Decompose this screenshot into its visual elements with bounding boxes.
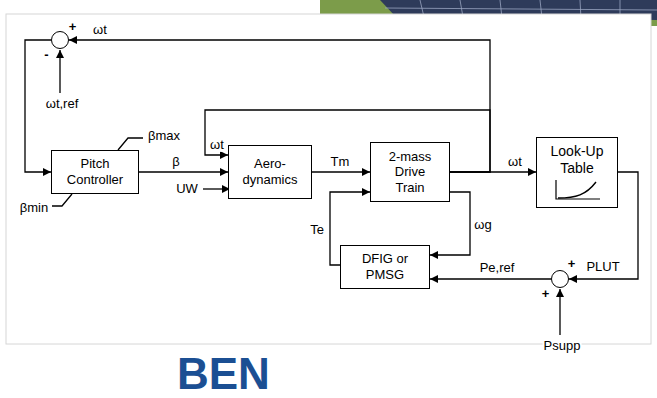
signal-label: ωt (92, 23, 108, 37)
limit-label: βmax (147, 129, 181, 143)
limit-line (118, 138, 143, 150)
lookup-curve (552, 179, 602, 201)
input-signal: Psupp (543, 339, 582, 353)
limit-label: βmin (19, 201, 49, 215)
signal-label: Tm (330, 155, 351, 169)
signal-lines (52, 50, 560, 335)
limit-line (52, 194, 72, 206)
pitch-controller-box: Pitch Controller (51, 150, 139, 194)
box-label: DFIG or PMSG (353, 251, 417, 282)
logo-watermark: BEN (176, 350, 271, 398)
box-label: Aero-dynamics (235, 156, 305, 187)
signal-label: Pe,ref (479, 261, 516, 275)
box-label: Pitch Controller (58, 156, 132, 187)
sign-label: + (568, 256, 576, 269)
support-power-input (559, 289, 560, 335)
box-label: Look-Up Table (543, 143, 611, 177)
summing-junction: +- (51, 31, 69, 49)
wind-input (203, 188, 230, 189)
drive-train-box: 2-mass Drive Train (370, 142, 450, 202)
signal-connector (430, 278, 551, 279)
signal-connector (139, 171, 228, 172)
generator-box: DFIG or PMSG (340, 245, 430, 289)
signal-label: ωt (209, 138, 225, 152)
aerodynamics-box: Aero-dynamics (228, 145, 312, 199)
reference-signal: ωt,ref (45, 97, 80, 111)
summing-junction: ++ (551, 270, 569, 288)
sign-label: + (542, 286, 550, 299)
signal-label: ωg (473, 218, 492, 232)
box-label: 2-mass Drive Train (380, 149, 440, 196)
lookup-table-box: Look-Up Table (536, 137, 618, 208)
sign-label: - (44, 47, 48, 60)
signal-label: PLUT (585, 260, 620, 274)
diagram-card (6, 14, 651, 344)
signal-connector (312, 171, 370, 172)
input-signal: UW (175, 182, 199, 196)
signal-label: β (171, 155, 180, 169)
signal-label: ωt (507, 155, 523, 169)
sign-label: + (69, 19, 77, 32)
signal-label: Te (309, 223, 325, 237)
reference-input (59, 50, 60, 93)
